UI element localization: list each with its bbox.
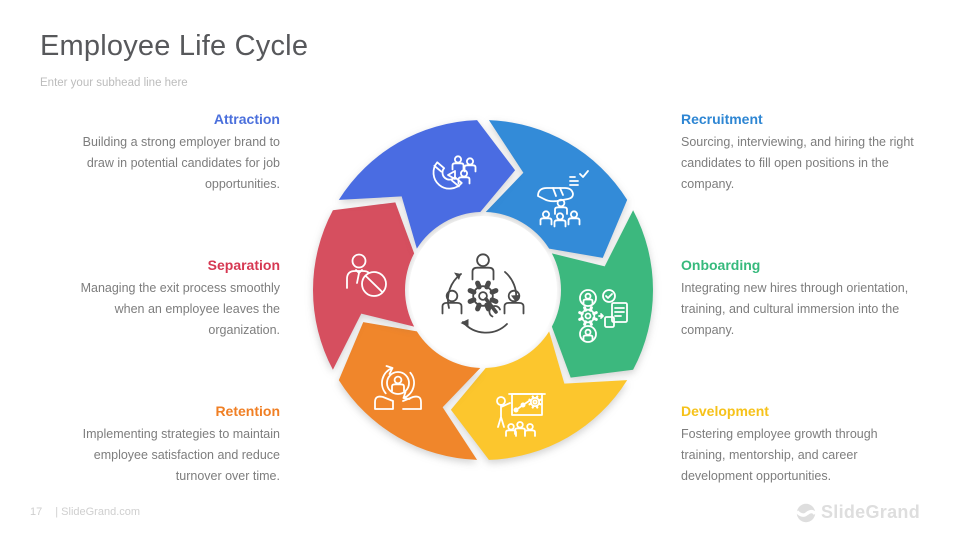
slide-footer: 17 | SlideGrand.com bbox=[30, 506, 140, 518]
slidegrand-logo-icon bbox=[795, 503, 816, 522]
magnet-attracting-people-icon bbox=[432, 155, 477, 190]
training-presentation-icon bbox=[496, 393, 546, 437]
stage-development-description: Fostering employee growth through traini… bbox=[681, 427, 878, 483]
subhead-placeholder: Enter your subhead line here bbox=[40, 77, 188, 89]
stage-onboarding-description: Integrating new hires through orientatio… bbox=[681, 281, 909, 337]
stage-separation-title: Separation bbox=[207, 257, 280, 273]
page-title: Employee Life Cycle bbox=[40, 30, 309, 62]
stage-recruitment-description: Sourcing, interviewing, and hiring the r… bbox=[681, 135, 914, 191]
brand-logo: SlideGrand bbox=[795, 502, 920, 523]
segment-development bbox=[450, 331, 628, 460]
team-checklist-document-icon bbox=[578, 289, 628, 343]
segment-retention bbox=[338, 322, 481, 460]
page-number: 17 bbox=[30, 506, 43, 518]
stage-retention-block: Retention Implementing strategies to mai… bbox=[66, 403, 280, 487]
stage-development-title: Development bbox=[681, 403, 769, 419]
stage-retention-title: Retention bbox=[215, 403, 280, 419]
hands-holding-employee-icon bbox=[374, 365, 422, 410]
stage-separation-block: Separation Managing the exit process smo… bbox=[64, 257, 280, 341]
stage-retention-description: Implementing strategies to maintain empl… bbox=[82, 427, 280, 483]
people-gear-cycle-icon bbox=[441, 253, 525, 334]
hand-picking-candidate-icon bbox=[537, 170, 589, 228]
employee-exit-prohibited-icon bbox=[346, 253, 387, 297]
stage-onboarding-title: Onboarding bbox=[681, 257, 761, 273]
stage-attraction-title: Attraction bbox=[213, 111, 280, 127]
segment-recruitment bbox=[485, 120, 628, 258]
stage-development-block: Development Fostering employee growth th… bbox=[681, 403, 921, 487]
stage-attraction-block: Attraction Building a strong employer br… bbox=[58, 111, 280, 195]
segment-attraction bbox=[338, 120, 516, 249]
employee-life-cycle-diagram bbox=[313, 120, 653, 460]
brand-name: SlideGrand bbox=[820, 502, 920, 522]
stage-onboarding-block: Onboarding Integrating new hires through… bbox=[681, 257, 919, 341]
stage-attraction-description: Building a strong employer brand to draw… bbox=[82, 135, 280, 191]
stage-recruitment-title: Recruitment bbox=[681, 111, 763, 127]
stage-recruitment-block: Recruitment Sourcing, interviewing, and … bbox=[681, 111, 937, 195]
footer-site-text: | SlideGrand.com bbox=[55, 506, 141, 518]
stage-separation-description: Managing the exit process smoothly when … bbox=[80, 281, 280, 337]
diagram-center-circle bbox=[409, 216, 557, 364]
